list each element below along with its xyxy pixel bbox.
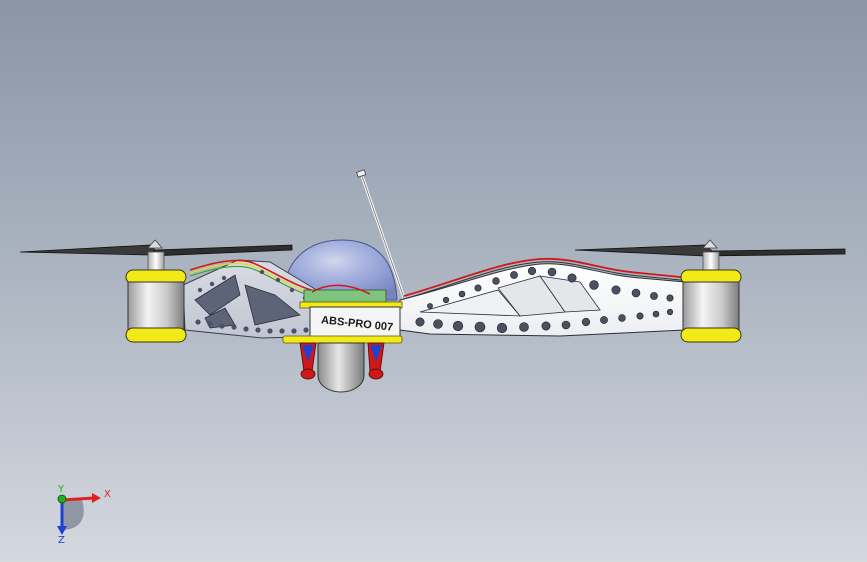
motor-left[interactable] <box>125 269 187 343</box>
antenna[interactable] <box>356 169 406 299</box>
y-axis-dot <box>57 494 67 504</box>
axis-triad[interactable]: X Y Z <box>57 484 111 546</box>
propeller-left[interactable] <box>19 239 293 257</box>
x-axis-arrow <box>61 496 95 502</box>
landing-gear-left <box>299 342 317 380</box>
y-axis-label: Y <box>57 484 65 495</box>
battery-pod[interactable] <box>317 342 365 393</box>
frame-arm-left[interactable] <box>182 259 331 339</box>
z-axis-arrowhead <box>57 526 67 535</box>
z-axis-label: Z <box>58 535 65 546</box>
x-axis-label: X <box>104 489 111 500</box>
canopy-dome[interactable] <box>282 239 398 301</box>
propeller-right[interactable] <box>574 239 846 257</box>
frame-arm-right[interactable] <box>399 257 691 337</box>
landing-gear-right <box>367 342 385 380</box>
central-hub[interactable]: ABS-PRO 007 <box>282 284 403 344</box>
x-axis-arrowhead <box>92 493 101 503</box>
triad-shadow <box>62 500 84 530</box>
motor-right[interactable] <box>680 269 742 343</box>
